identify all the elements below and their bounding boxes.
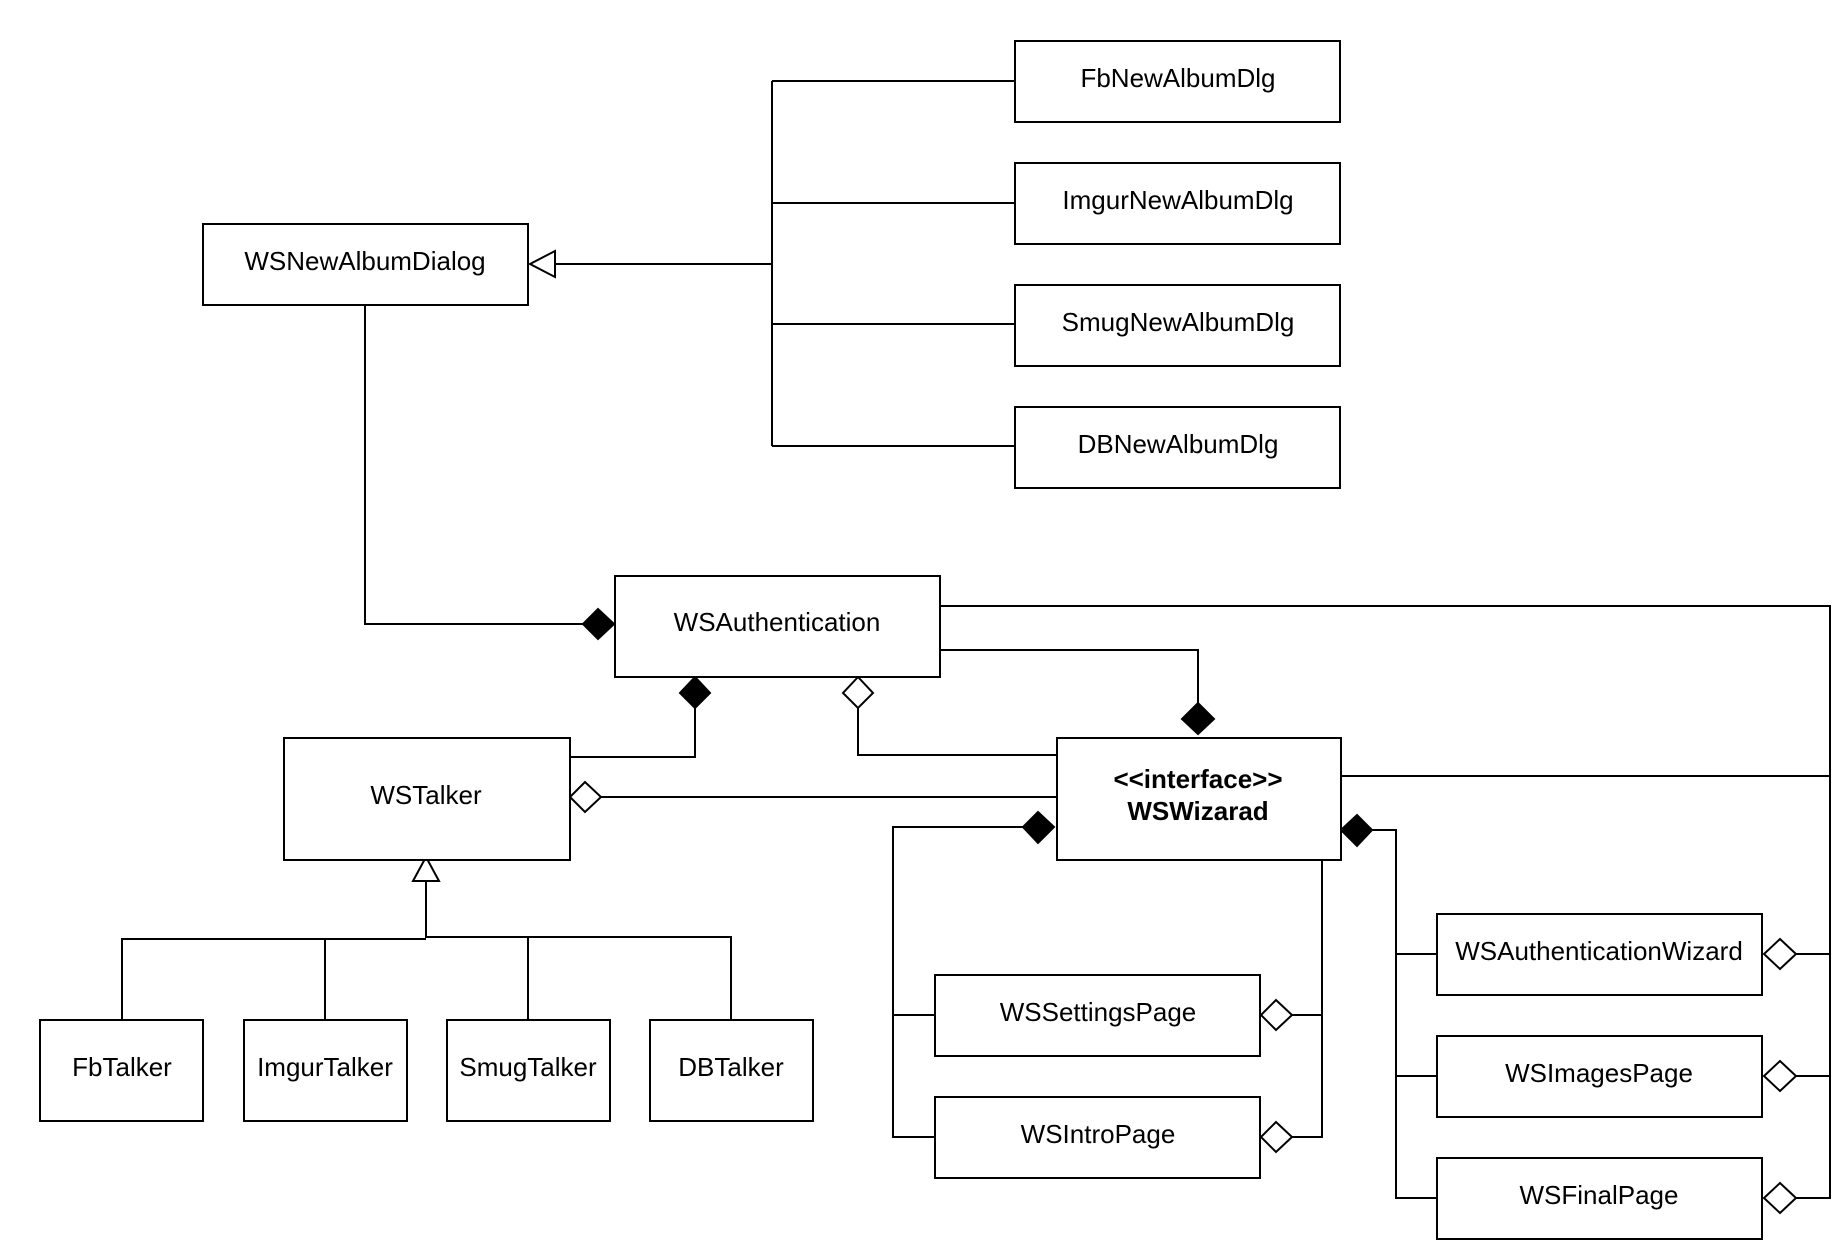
composition-authentication-wizard bbox=[939, 649, 1199, 703]
class-label: SmugTalker bbox=[459, 1052, 597, 1082]
class-label: WSIntroPage bbox=[1021, 1119, 1176, 1149]
interface-stereotype: <<interface>> bbox=[1113, 764, 1282, 794]
aggregation-diamond-talker-right bbox=[568, 780, 603, 814]
class-smug-talker: SmugTalker bbox=[446, 1019, 611, 1122]
class-label: WSAuthenticationWizard bbox=[1455, 936, 1743, 966]
aggregation-wizard-authentication bbox=[857, 708, 1057, 756]
composition-diamond-wizard-left bbox=[1021, 810, 1056, 845]
class-ws-intro-page: WSIntroPage bbox=[934, 1096, 1261, 1179]
class-smug-new-album-dlg: SmugNewAlbumDlg bbox=[1014, 284, 1341, 367]
interface-label: WSWizarad bbox=[1127, 796, 1268, 826]
class-db-new-album-dlg: DBNewAlbumDlg bbox=[1014, 406, 1341, 489]
class-ws-images-page: WSImagesPage bbox=[1436, 1035, 1763, 1118]
generalization-talker-right-bar bbox=[426, 936, 732, 1019]
composition-album-dialog-authentication bbox=[364, 305, 583, 625]
class-db-talker: DBTalker bbox=[649, 1019, 814, 1122]
class-fb-talker: FbTalker bbox=[39, 1019, 204, 1122]
class-ws-settings-page: WSSettingsPage bbox=[934, 974, 1261, 1057]
class-imgur-new-album-dlg: ImgurNewAlbumDlg bbox=[1014, 162, 1341, 245]
aggregation-diamond-images-page bbox=[1762, 1059, 1798, 1093]
composition-wizard-right-pages bbox=[1372, 829, 1436, 1199]
class-ws-new-album-dialog: WSNewAlbumDialog bbox=[202, 223, 529, 306]
aggregation-diamond-authentication-bottom bbox=[841, 675, 875, 710]
class-label: WSAuthentication bbox=[674, 607, 881, 637]
interface-ws-wizard: <<interface>> WSWizarad bbox=[1056, 737, 1342, 861]
class-label: WSTalker bbox=[370, 780, 482, 810]
class-label: WSFinalPage bbox=[1520, 1180, 1679, 1210]
composition-wizard-left-pages bbox=[892, 826, 1023, 1138]
class-label: DBTalker bbox=[678, 1052, 784, 1082]
composition-diamond-authentication-left bbox=[581, 607, 616, 641]
aggregation-diamond-settings-page bbox=[1259, 998, 1294, 1032]
connectors bbox=[121, 80, 1831, 1215]
aggregation-diamond-authentication-wizard bbox=[1762, 937, 1798, 971]
composition-talker-authentication bbox=[570, 708, 696, 758]
class-label: ImgurTalker bbox=[257, 1052, 393, 1082]
aggregation-diamond-intro-page bbox=[1259, 1120, 1294, 1154]
generalization-arrowhead-album-dialog bbox=[527, 249, 556, 279]
class-label: WSImagesPage bbox=[1505, 1058, 1693, 1088]
aggregation-diamond-final-page bbox=[1762, 1181, 1798, 1215]
class-label: FbTalker bbox=[72, 1052, 172, 1082]
class-label: SmugNewAlbumDlg bbox=[1062, 307, 1295, 337]
class-label: WSNewAlbumDialog bbox=[244, 246, 485, 276]
composition-diamond-wizard-right bbox=[1339, 813, 1374, 848]
class-imgur-talker: ImgurTalker bbox=[243, 1019, 408, 1122]
generalization-talker-left-bar bbox=[121, 938, 426, 1019]
class-ws-final-page: WSFinalPage bbox=[1436, 1157, 1763, 1240]
composition-diamond-wizard-top bbox=[1180, 701, 1216, 736]
aggregation-pages-to-wizard bbox=[1292, 859, 1323, 1138]
aggregation-authentication-bus bbox=[939, 605, 1831, 1199]
generalization-arrowhead-talker bbox=[411, 854, 441, 882]
class-label: WSSettingsPage bbox=[1000, 997, 1197, 1027]
class-label: FbNewAlbumDlg bbox=[1080, 63, 1275, 93]
composition-diamond-authentication-bottom bbox=[678, 675, 712, 710]
class-ws-authentication-wizard: WSAuthenticationWizard bbox=[1436, 913, 1763, 996]
class-ws-authentication: WSAuthentication bbox=[614, 575, 941, 678]
class-label: DBNewAlbumDlg bbox=[1078, 429, 1279, 459]
class-fb-new-album-dlg: FbNewAlbumDlg bbox=[1014, 40, 1341, 123]
class-label: ImgurNewAlbumDlg bbox=[1062, 185, 1293, 215]
class-ws-talker: WSTalker bbox=[283, 737, 571, 861]
